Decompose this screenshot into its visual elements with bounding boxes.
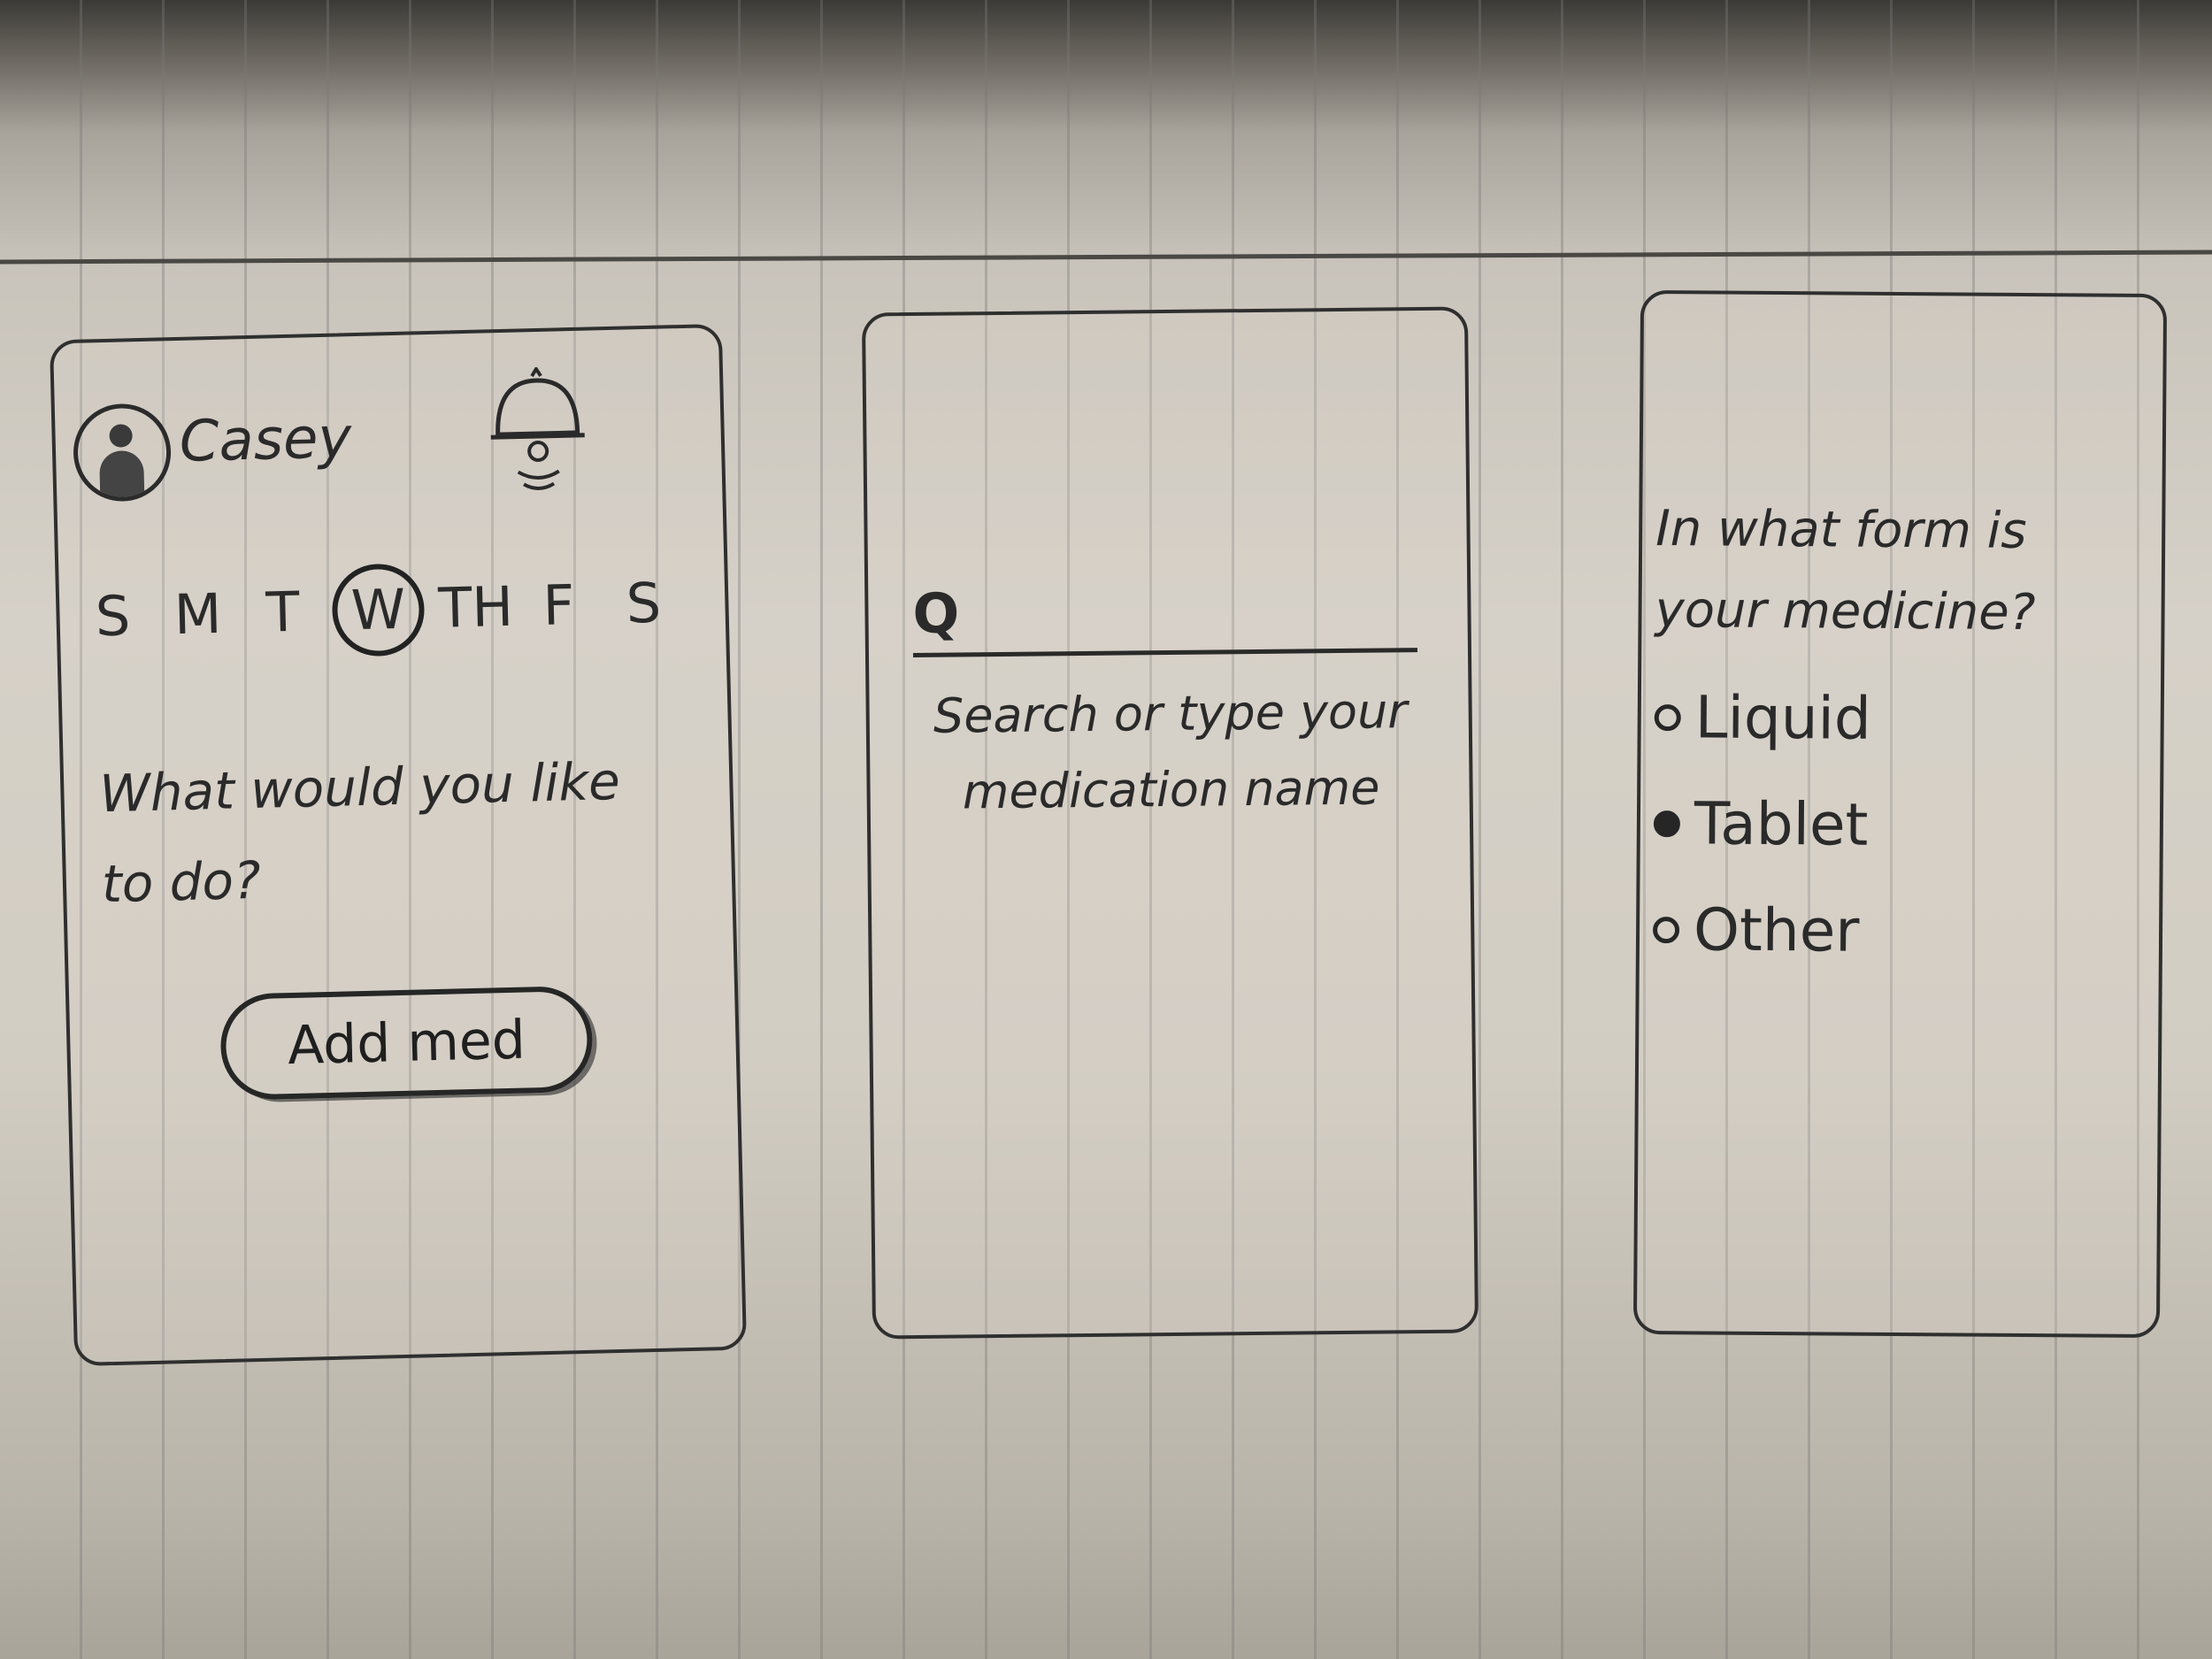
day-friday[interactable]: F	[541, 572, 576, 638]
user-name: Casey	[178, 405, 353, 475]
weekday-selector: S M T W TH F S	[76, 549, 680, 671]
option-other-label: Other	[1693, 895, 1860, 965]
add-med-button[interactable]: Add med	[219, 985, 594, 1101]
option-other[interactable]: Other	[1652, 895, 1860, 965]
radio-liquid[interactable]	[1654, 703, 1681, 731]
form-question: In what form is your medicine?	[1655, 500, 2036, 642]
search-icon[interactable]: Q	[912, 580, 960, 647]
search-screen: Q Search or type your medication name	[861, 306, 1479, 1340]
bell-icon[interactable]	[479, 365, 597, 501]
radio-tablet-selected[interactable]	[1653, 810, 1681, 837]
user-avatar-icon[interactable]	[72, 403, 173, 503]
day-thursday[interactable]: TH	[437, 573, 514, 641]
home-prompt: What would you like to do?	[98, 750, 621, 914]
radio-other[interactable]	[1652, 916, 1680, 943]
option-liquid[interactable]: Liquid	[1654, 683, 1871, 753]
day-saturday[interactable]: S	[625, 570, 662, 636]
option-liquid-label: Liquid	[1694, 683, 1872, 753]
option-tablet[interactable]: Tablet	[1653, 789, 1869, 859]
day-tuesday[interactable]: T	[265, 579, 301, 645]
day-sunday[interactable]: S	[95, 583, 132, 649]
day-monday[interactable]: M	[173, 580, 223, 648]
search-placeholder: Search or type your medication name	[933, 683, 1408, 820]
avatar-body	[99, 449, 145, 503]
avatar-head	[109, 424, 133, 448]
notebook-binding	[0, 250, 2212, 265]
medicine-form-screen: In what form is your medicine? Liquid Ta…	[1632, 289, 2168, 1339]
option-tablet-label: Tablet	[1694, 789, 1869, 859]
search-input[interactable]	[912, 642, 1417, 658]
day-wednesday-selected[interactable]: W	[331, 563, 426, 657]
home-screen: Casey S M T W TH F S What would you like…	[49, 323, 748, 1367]
